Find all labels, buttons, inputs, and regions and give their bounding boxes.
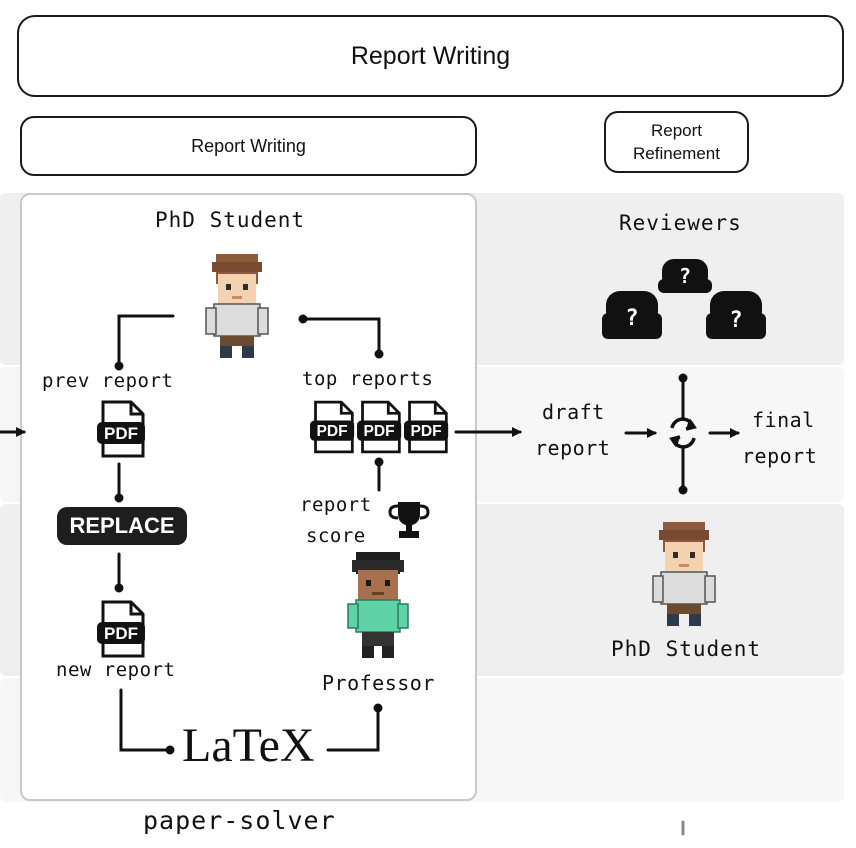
stage-writing-box: Report Writing (20, 116, 477, 176)
reviewer-qmark-left: ? (625, 306, 638, 331)
stage-writing-label: Report Writing (191, 135, 306, 156)
reviewer-qmark-right: ? (729, 308, 742, 333)
prev-report-label: prev report (42, 370, 174, 392)
stage-refinement-box: Report Refinement (604, 111, 749, 173)
phd-student-avatar-right (652, 522, 716, 626)
draft-report-line2: report (535, 436, 611, 460)
phd-student-title-left: PhD Student (155, 208, 306, 232)
top-reports-label: top reports (302, 368, 434, 390)
paper-solver-label: paper-solver (143, 806, 336, 835)
pdf-icon-top-2: PDF (357, 400, 402, 454)
svg-text:PDF: PDF (316, 423, 347, 440)
report-score-line2: score (306, 525, 366, 547)
reviewer-icon-left: ? (602, 291, 662, 339)
reviewer-qmark-top: ? (679, 264, 691, 288)
latex-text: LaTeX (182, 719, 315, 772)
phd-student-title-right: PhD Student (611, 637, 762, 661)
reviewers-group-icon: ? ? ? (602, 259, 766, 339)
stage-refinement-line1: Report (650, 121, 703, 140)
latex-logo: LaTeX (182, 718, 315, 778)
reviewer-icon-right: ? (706, 291, 766, 339)
svg-text:PDF: PDF (410, 423, 441, 440)
new-report-label: new report (56, 659, 176, 681)
phd-student-avatar-left (205, 254, 269, 358)
pdf-icon-top-3: PDF (404, 400, 449, 454)
svg-text:PDF: PDF (104, 424, 138, 443)
reviewer-icon-top: ? (658, 259, 712, 293)
pdf-icon-prev-report: PDF (97, 400, 145, 458)
stage-refinement-line2: Refinement (633, 144, 720, 163)
svg-text:PDF: PDF (104, 624, 138, 643)
final-report-line1: final (752, 408, 815, 432)
reviewers-title: Reviewers (619, 211, 742, 235)
professor-avatar (347, 552, 409, 658)
pdf-icon-top-1: PDF (310, 400, 355, 454)
refresh-cycle-icon (669, 417, 697, 449)
header-title: Report Writing (350, 41, 511, 70)
trophy-icon (388, 502, 430, 538)
report-score-line1: report (300, 494, 372, 516)
final-report-line2: report (742, 444, 818, 468)
replace-badge: REPLACE (57, 507, 187, 545)
svg-text:PDF: PDF (363, 423, 394, 440)
pdf-icon-new-report: PDF (97, 600, 145, 658)
header-title-box: Report Writing (17, 15, 844, 97)
draft-report-line1: draft (542, 400, 605, 424)
professor-label: Professor (322, 671, 435, 695)
